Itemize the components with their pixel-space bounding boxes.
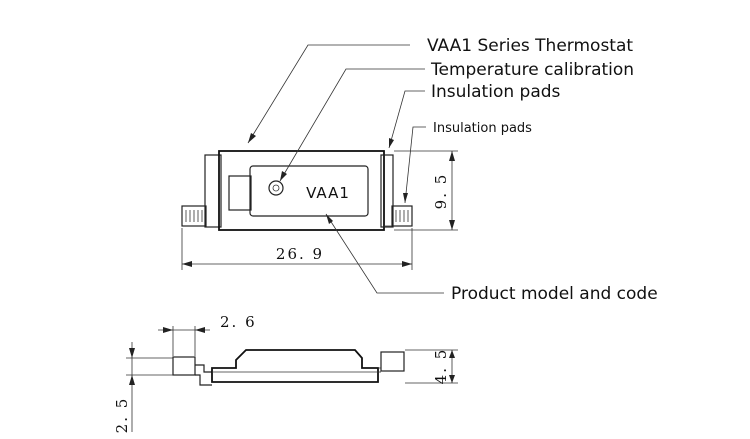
label-pads-left: Insulation pads [431, 82, 561, 102]
side-body [211, 349, 379, 383]
calibration-hole-inner [272, 184, 280, 192]
dimension-step: 2. 5 [113, 342, 173, 433]
left-window [228, 175, 252, 211]
model-marking: VAA1 [306, 184, 350, 202]
thermostat-body [218, 150, 385, 231]
label-calibration: Temperature calibration [430, 60, 634, 80]
label-pads-right: Insulation pads [433, 121, 532, 136]
label-plate [249, 165, 369, 217]
dimension-step-value: 2. 5 [113, 397, 131, 434]
leader-pads-right [404, 126, 426, 204]
thermostat-side-view [172, 349, 405, 386]
dimension-height: 9. 5 [394, 150, 458, 231]
leader-series [247, 44, 410, 144]
leader-pads-left [388, 90, 425, 149]
side-right-terminal [380, 351, 405, 372]
dimension-height-value: 9. 5 [432, 173, 450, 210]
dimension-tab-value: 2. 6 [220, 313, 257, 331]
dimension-thickness-value: 4. 5 [432, 348, 450, 385]
label-series: VAA1 Series Thermostat [427, 36, 633, 56]
thermostat-top-view: VAA1 [181, 150, 413, 231]
leader-product [325, 213, 444, 294]
dimension-length-value: 26. 9 [276, 245, 324, 263]
leader-calibration [279, 68, 425, 182]
right-terminal [391, 205, 413, 227]
dimension-thickness: 4. 5 [405, 348, 458, 385]
dimension-length: 26. 9 [181, 228, 413, 270]
left-insulation-pad [204, 154, 222, 228]
right-insulation-pad [380, 154, 394, 228]
left-terminal [181, 205, 207, 227]
side-left-tab [172, 356, 196, 376]
calibration-hole [268, 180, 284, 196]
dimension-tab: 2. 6 [158, 313, 257, 356]
leader-lines [247, 44, 444, 294]
label-product: Product model and code [451, 284, 658, 304]
